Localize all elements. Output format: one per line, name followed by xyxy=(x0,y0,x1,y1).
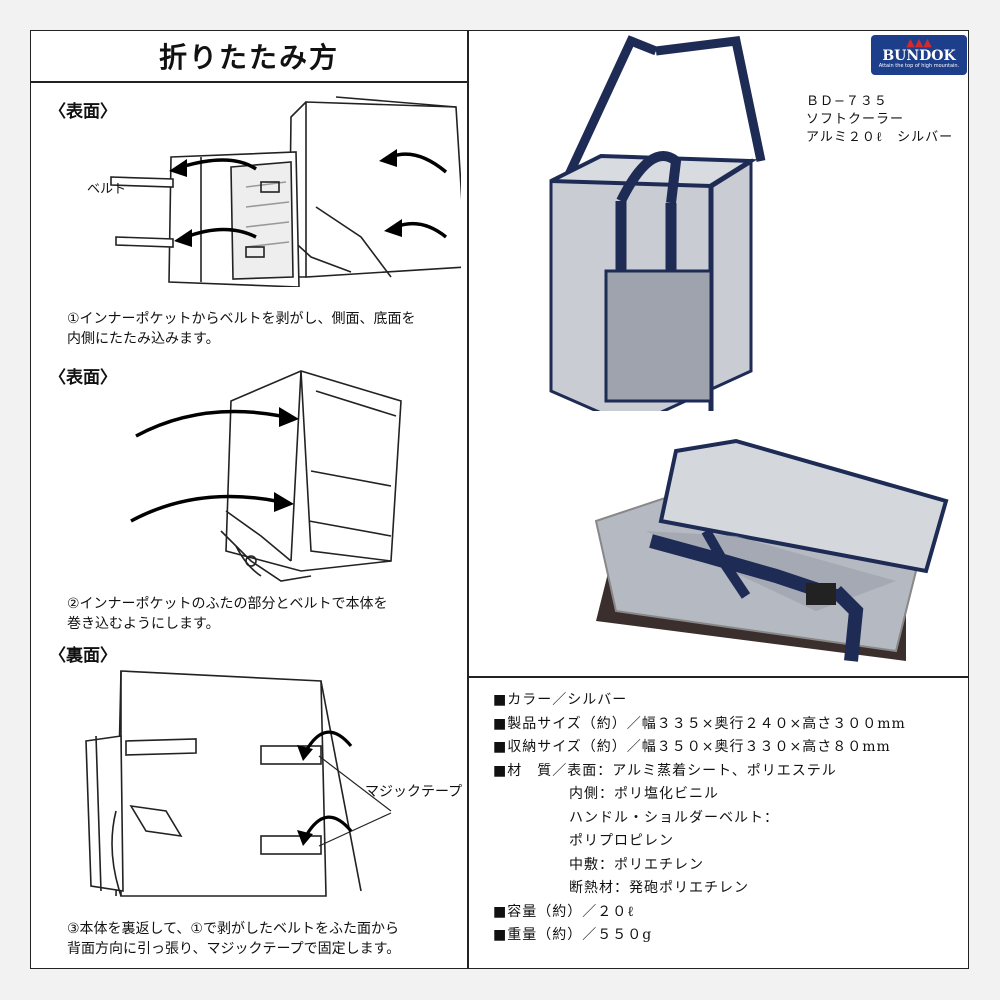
magic-tape-callout: マジックテープ xyxy=(365,784,463,800)
page-title: 折りたたみ方 xyxy=(158,41,339,74)
step2-illustration xyxy=(130,370,402,582)
page-frame: 折りたたみ方 〈表面〉 xyxy=(30,30,969,969)
step3-illustration xyxy=(85,670,392,897)
product-code: ＢＤ−７３５ xyxy=(806,94,888,109)
logo-name: BUNDOK xyxy=(882,48,956,64)
spec-material-line: 中敷：ポリエチレン xyxy=(569,856,704,873)
bag-open-photo xyxy=(549,35,766,411)
product-type: ソフトクーラー xyxy=(806,112,905,127)
product-info: ＢＤ−７３５ ソフトクーラー アルミ２０ℓ シルバー xyxy=(806,93,953,147)
spec-material-line: 内側：ポリ塩化ビニル xyxy=(569,786,719,802)
spec-material-line: ポリプロピレン xyxy=(569,833,674,849)
divider-vertical xyxy=(467,31,469,968)
step2-caption: ②インナーポケットのふたの部分とベルトで本体を 巻き込むようにします。 xyxy=(67,596,388,632)
step3-label: 〈裏面〉 xyxy=(49,646,117,666)
divider-title xyxy=(31,81,467,83)
step3-caption: ③本体を裏返して、①で剥がしたベルトをふた面から 背面方向に引っ張り、マジックテ… xyxy=(67,921,401,957)
spec-material: ■材 質／表面：アルミ蒸着シート、ポリエステル xyxy=(493,762,837,779)
belt-callout: ベルト xyxy=(87,182,127,197)
divider-spec xyxy=(467,676,969,678)
step2-label: 〈表面〉 xyxy=(49,368,117,388)
step1-caption: ①インナーポケットからベルトを剥がし、側面、底面を 内側にたたみ込みます。 xyxy=(67,311,416,347)
spec-color: ■カラー／シルバー xyxy=(493,692,628,708)
step1-illustration xyxy=(110,96,461,287)
tree-icon: ▲▲▲ xyxy=(906,36,932,49)
spec-material-line: 断熱材：発砲ポリエチレン xyxy=(569,880,749,896)
spec-size: ■製品サイズ（約）／幅３３５×奥行２４０×高さ３００mm xyxy=(493,715,906,732)
step1-label: 〈表面〉 xyxy=(49,102,117,122)
spec-list: ■カラー／シルバー ■製品サイズ（約）／幅３３５×奥行２４０×高さ３００mm ■… xyxy=(493,689,906,948)
logo-tagline: Attain the top of high mountain. xyxy=(878,63,960,69)
bundok-logo: ▲▲▲ BUNDOK Attain the top of high mounta… xyxy=(871,35,967,75)
bag-folded-photo xyxy=(594,438,949,662)
spec-weight: ■重量（約）／５５０g xyxy=(493,927,653,943)
spec-capacity: ■容量（約）／２０ℓ xyxy=(493,903,635,920)
spec-storage-size: ■収納サイズ（約）／幅３５０×奥行３３０×高さ８０mm xyxy=(493,739,891,755)
spec-material-line: ハンドル・ショルダーベルト： xyxy=(569,809,779,826)
product-variant: アルミ２０ℓ シルバー xyxy=(806,130,954,145)
